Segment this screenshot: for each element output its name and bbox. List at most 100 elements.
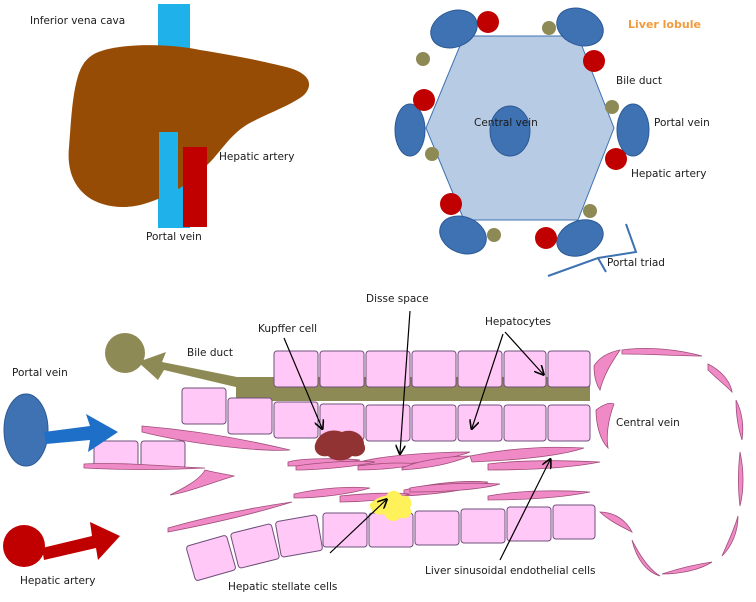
hepatocyte [411,404,457,442]
hepatocyte [365,350,411,388]
hepatocyte-row-top [273,350,591,388]
portal-vein-node [394,103,426,157]
stellate-label: Hepatic stellate cells [228,581,337,593]
bile-duct-outflow [105,333,145,373]
hepatocyte [181,387,227,425]
portal-vein-node [430,9,478,49]
lsec-pointer [499,460,550,561]
hepatocyte [230,523,280,569]
sinusoid-hepatic-artery [3,525,45,567]
endothelial-cell [487,490,591,501]
hepatocyte [275,514,323,558]
bile-duct-node [416,52,430,66]
endothelial-cell [621,347,703,357]
endothelial-cell [738,451,744,507]
sinusoid-bile-duct-label: Bile duct [187,347,233,359]
ivc-label: Inferior vena cava [30,15,125,27]
bile-duct-node [605,100,619,114]
bile-flow-arrow [138,352,242,388]
hepatocyte-row-middle [181,387,591,442]
hepatocyte-row-left [93,440,186,469]
endothelial-cell [707,363,733,394]
portal-triad-bracket [547,223,638,277]
hepatocyte [460,508,506,544]
hepatocyte [547,404,591,442]
hepatocyte [273,350,319,388]
lobule-title: Liver lobule [628,18,701,31]
endothelial-cell [631,539,661,577]
hepatocytes-label: Hepatocytes [485,316,551,328]
hepatocyte [414,510,460,546]
hepatocyte [506,506,552,542]
kupffer-pointer [283,337,322,428]
hepatic-artery-label: Hepatic artery [219,151,294,163]
disse-pointer [400,310,411,453]
hepatocyte [186,535,236,581]
hepatocyte [411,350,457,388]
portal-vein-node [616,103,650,157]
hepatocyte-row-lower [186,504,596,581]
endothelial-cell [167,501,293,533]
sinusoid-portal-vein-label: Portal vein [12,367,68,379]
hepatic-artery-node [477,11,499,33]
portal-vein-node [439,215,487,255]
lobule-hepatic-artery-label: Hepatic artery [631,168,706,180]
endothelial-cell [169,469,236,496]
stellate-pointer [329,500,386,554]
hepatic-artery-node [605,148,627,170]
hepatocyte [552,504,596,540]
endothelial-cell [409,482,501,493]
hepatocyte [140,440,186,469]
sinusoid-hepatic-artery-label: Hepatic artery [20,575,95,587]
hepatocyte [319,350,365,388]
bile-duct-node [583,204,597,218]
hepatocyte [365,404,411,442]
hepatic-artery-node [583,50,605,72]
endothelial-cell [487,460,601,471]
bile-duct-node [542,21,556,35]
central-vein [489,105,531,157]
endothelial-cell [661,561,713,575]
endothelial-cell [469,446,585,463]
hepatic-artery-vessel [183,147,207,227]
endothelial-cell [295,460,376,471]
hepatocyte [457,404,503,442]
lobule-panel: Central vein Liver lobule Bile duct Port… [394,7,710,277]
endothelial-cell [593,349,621,391]
portal-triad-label: Portal triad [607,257,665,269]
lobule-portal-vein-label: Portal vein [654,117,710,129]
portal-vein-vessel [159,132,178,228]
liver-panel: Inferior vena cava Hepatic artery Portal… [30,4,310,243]
hepatocyte [273,401,319,439]
endothelial-cell [83,463,206,470]
portal-vein-label: Portal vein [146,231,202,243]
endothelial-cell [599,511,633,533]
kupffer-cell-label: Kupffer cell [258,323,317,335]
central-vein-label: Central vein [474,117,538,129]
hepatocytes-pointer-1 [504,331,543,374]
hepatic-artery-node [535,227,557,249]
portal-vein-node [556,7,604,47]
arterial-flow-arrow [42,522,120,560]
hepatocyte [547,350,591,388]
endothelial-cell [401,455,471,471]
kupffer-cell [314,430,366,461]
hepatocytes-pointer-2 [472,333,504,428]
endothelial-cell [721,515,739,557]
bile-duct-node [425,147,439,161]
hepatocyte [227,397,273,435]
endothelial-cell [141,425,291,451]
endothelial-cell [293,486,371,499]
endothelial-lining [83,347,744,577]
hepatocyte [322,512,368,548]
sinusoid-panel: Disse space Kupffer cell Hepatocytes Bil… [3,293,744,593]
sinusoid-portal-vein [3,393,49,467]
hepatocyte [503,404,547,442]
sinusoid-central-vein-label: Central vein [616,417,680,429]
portal-vein-node [556,219,604,257]
hepatic-artery-node [413,89,435,111]
endothelial-cell [595,402,615,450]
portal-flow-arrow [44,414,118,452]
